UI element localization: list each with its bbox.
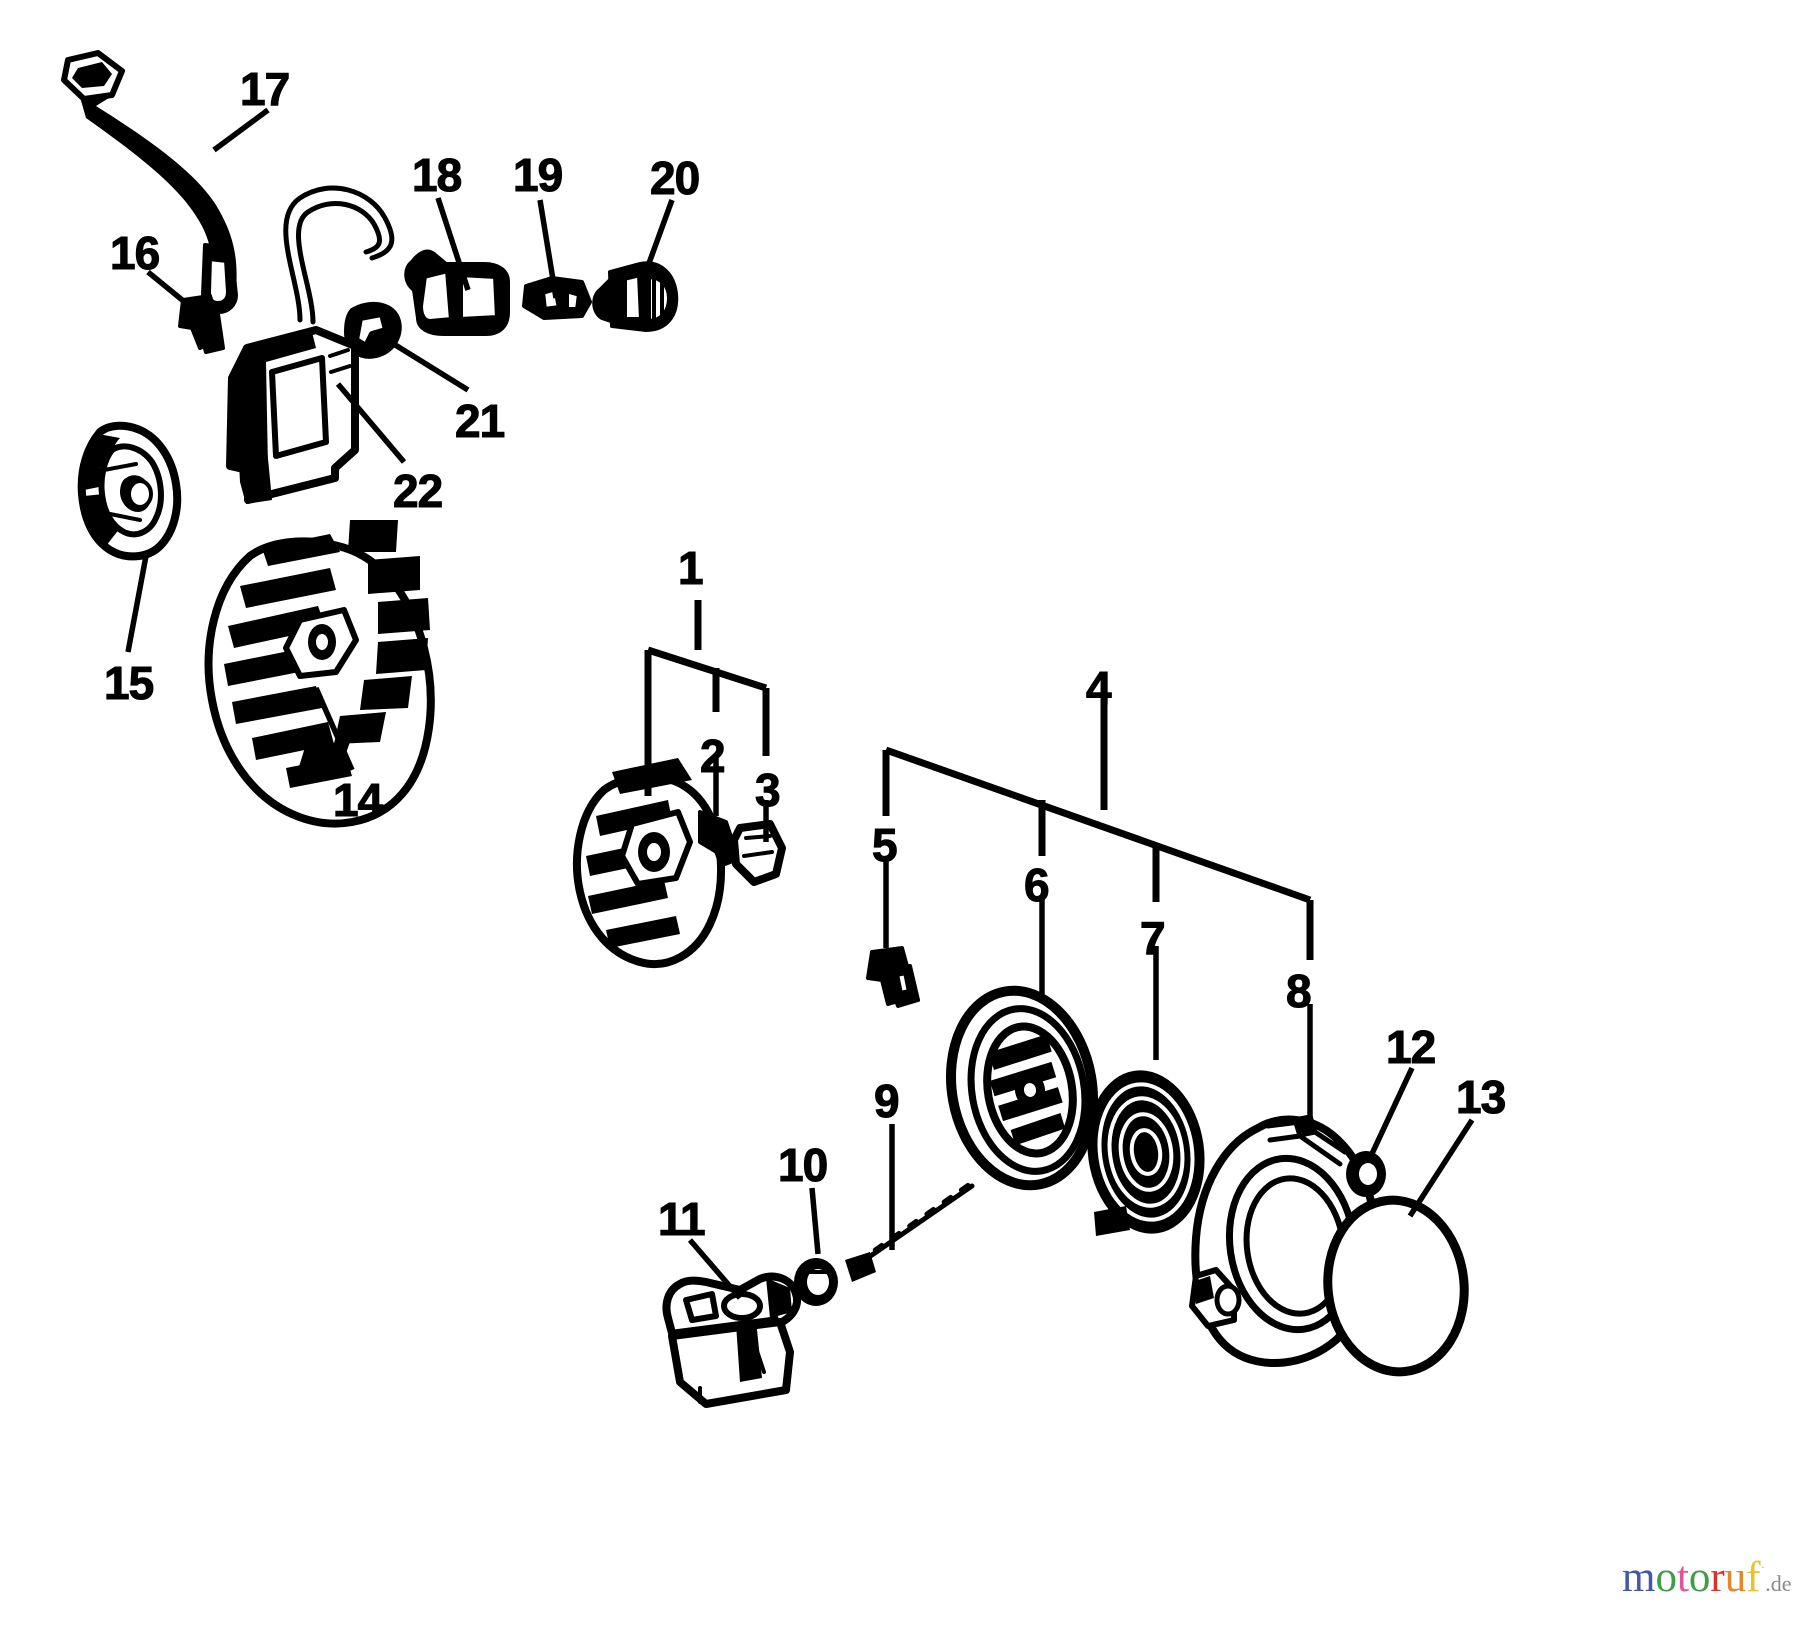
callout-12: 12 — [1385, 1021, 1436, 1073]
watermark-letter-o1: o — [1655, 1554, 1677, 1601]
callout-10: 10 — [777, 1139, 828, 1191]
callout-1: 1 — [677, 542, 704, 594]
callout-13: 13 — [1455, 1071, 1506, 1123]
callout-14: 14 — [332, 774, 383, 826]
part-22-ignition-coil — [226, 185, 395, 504]
callout-6: 6 — [1023, 859, 1050, 911]
part-9-starter-rope — [845, 1181, 975, 1282]
part-21-grommet — [344, 301, 402, 359]
part-15-starter-pawl-clip — [77, 421, 182, 561]
callout-4: 4 — [1085, 662, 1112, 714]
part-19-terminal-connector — [522, 276, 592, 320]
part-20-spark-plug — [592, 261, 679, 332]
callout-5: 5 — [871, 819, 898, 871]
watermark-letter-f: f — [1746, 1554, 1761, 1601]
callout-22: 22 — [392, 465, 443, 517]
callout-16: 16 — [109, 227, 160, 279]
part-6-starter-reel — [945, 985, 1099, 1191]
part-13-o-ring — [1323, 1195, 1469, 1377]
motoruf-watermark: motoruf˙.de — [1622, 1556, 1792, 1599]
watermark-suffix: .de — [1765, 1571, 1792, 1596]
part-5-screw — [866, 946, 920, 1008]
watermark-letter-o2: o — [1688, 1554, 1711, 1601]
part-1-starter-pulley-assembly — [573, 758, 786, 968]
part-11-starter-handle — [662, 1272, 801, 1408]
callout-7: 7 — [1139, 912, 1166, 964]
part-18-spark-plug-boot — [404, 249, 510, 336]
callout-17: 17 — [239, 63, 290, 115]
watermark-letter-m: m — [1622, 1554, 1656, 1601]
callout-3: 3 — [754, 764, 781, 816]
callout-21: 21 — [454, 395, 505, 447]
callout-9: 9 — [873, 1075, 900, 1127]
callout-8: 8 — [1285, 965, 1312, 1017]
part-7-rewind-spring — [1087, 1070, 1205, 1236]
part-14-flywheel — [204, 520, 435, 828]
callout-19: 19 — [512, 149, 563, 201]
watermark-letter-t: t — [1676, 1554, 1689, 1601]
callout-15: 15 — [103, 657, 154, 709]
watermark-letter-u: u — [1724, 1554, 1747, 1601]
watermark-tick-icon: ˙ — [1760, 1564, 1766, 1580]
callout-18: 18 — [411, 149, 462, 201]
part-10-rope-bushing — [794, 1258, 838, 1306]
watermark-letter-r: r — [1710, 1554, 1725, 1601]
callout-11: 11 — [657, 1193, 706, 1245]
callout-2: 2 — [699, 730, 726, 782]
callout-20: 20 — [649, 152, 700, 204]
